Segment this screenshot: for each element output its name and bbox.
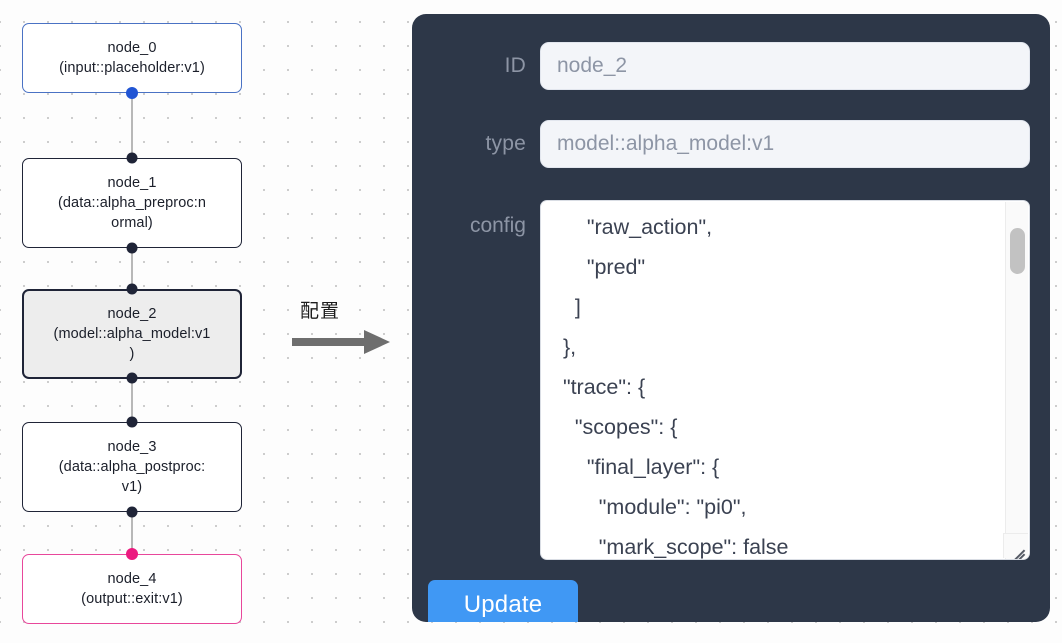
- port-node_3-out[interactable]: [126, 506, 138, 518]
- port-node_1-out[interactable]: [126, 242, 138, 254]
- arrow-label: 配置: [300, 300, 341, 322]
- graph-node-node_3[interactable]: node_3 (data::alpha_postproc: v1): [22, 422, 242, 512]
- config-textarea[interactable]: "raw_action", "pred" ] }, "trace": { "sc…: [562, 215, 789, 559]
- node-label-line1: node_1: [107, 175, 157, 191]
- config-scrollbar-thumb[interactable]: [1010, 228, 1025, 274]
- node-label-line3: v1): [121, 479, 143, 495]
- graph-node-node_1[interactable]: node_1 (data::alpha_preproc:n ormal): [22, 158, 242, 248]
- edge-node3-node4: [131, 512, 133, 554]
- port-node_1-in[interactable]: [126, 152, 138, 164]
- edge-node2-node3: [131, 378, 133, 420]
- graph-node-node_2[interactable]: node_2 (model::alpha_model:v1 ): [22, 289, 242, 379]
- node-label-line2: (data::alpha_preproc:n: [57, 195, 207, 211]
- field-row-type: type model::alpha_model:v1: [430, 120, 1030, 168]
- graph-node-node_4[interactable]: node_4 (output::exit:v1): [22, 554, 242, 624]
- port-node_3-in[interactable]: [126, 416, 138, 428]
- port-node_4-in[interactable]: [126, 548, 138, 560]
- id-field-label: ID: [504, 54, 526, 77]
- config-scrollbar[interactable]: [1005, 202, 1028, 559]
- node-label-line2: (input::placeholder:v1): [59, 60, 205, 76]
- node-label-line2: (model::alpha_model:v1: [53, 326, 211, 342]
- node-label-line3: ormal): [111, 215, 153, 231]
- type-input[interactable]: model::alpha_model:v1: [540, 120, 1030, 168]
- port-node_0-out[interactable]: [126, 87, 138, 99]
- edge-node1-node2: [131, 248, 133, 290]
- node-label-line2: (output::exit:v1): [81, 591, 183, 607]
- node-label-line1: node_3: [107, 439, 157, 455]
- update-button[interactable]: Update: [428, 580, 578, 622]
- config-textarea-wrapper[interactable]: "raw_action", "pred" ] }, "trace": { "sc…: [540, 200, 1030, 560]
- port-node_2-out[interactable]: [126, 372, 138, 384]
- field-row-config: config "raw_action", "pred" ] }, "trace"…: [430, 200, 1030, 560]
- node-label-line2: (data::alpha_postproc:: [58, 459, 206, 475]
- field-row-id: ID node_2: [430, 42, 1030, 90]
- arrow-right-icon: [292, 330, 390, 354]
- node-config-panel: ID node_2 type model::alpha_model:v1 con…: [412, 14, 1050, 622]
- node-label-line1: node_0: [107, 40, 157, 56]
- edge-node0-node1: [131, 93, 133, 159]
- node-label-line1: node_4: [107, 571, 157, 587]
- type-field-label: type: [485, 132, 526, 155]
- graph-node-node_0[interactable]: node_0 (input::placeholder:v1): [22, 23, 242, 93]
- transition-arrow-group: 配置: [292, 296, 402, 362]
- node-label-line1: node_2: [107, 306, 157, 322]
- node-label-line3: ): [129, 346, 135, 362]
- resize-grip-icon[interactable]: [1003, 533, 1028, 558]
- port-node_2-in[interactable]: [126, 283, 138, 295]
- id-input[interactable]: node_2: [540, 42, 1030, 90]
- config-field-label: config: [469, 214, 526, 237]
